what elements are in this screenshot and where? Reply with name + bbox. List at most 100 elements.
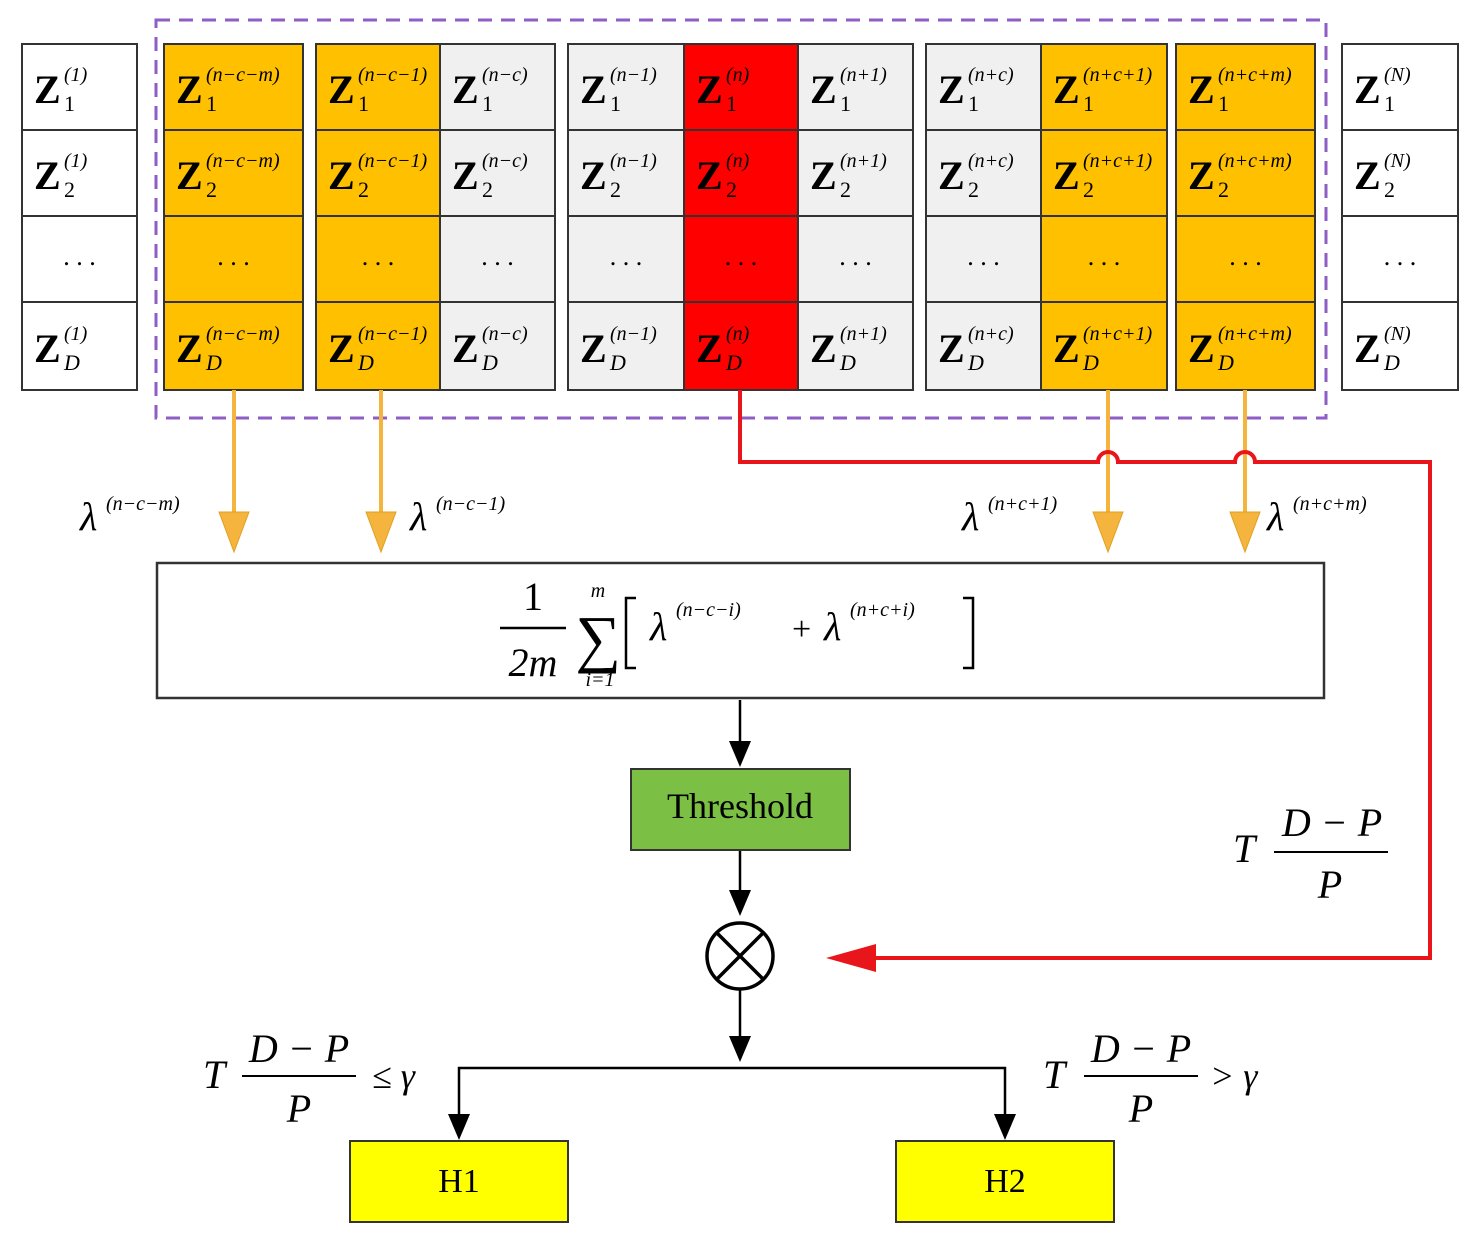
z-symbol: Z (696, 326, 723, 371)
z-symbol: Z (176, 67, 203, 112)
lambda-label-4: λ (n+c+m) (1266, 493, 1367, 539)
z-subscript: 1 (64, 91, 75, 116)
z-superscript: (N) (1384, 323, 1411, 345)
z-cell: Z(n+1) 2 (797, 129, 914, 217)
h2-label: H2 (984, 1163, 1026, 1200)
z-superscript: (n+c+1) (1083, 323, 1153, 345)
z-cell: Z(1)2 (21, 129, 138, 217)
h1-box: H1 (349, 1140, 569, 1223)
z-symbol: Z (1188, 326, 1215, 371)
z-symbol: Z (328, 326, 355, 371)
split-lines (448, 1066, 1016, 1140)
z-cell: Z(n−c−1)1 (315, 43, 441, 131)
z-symbol: Z (328, 67, 355, 112)
svg-text:(n−c−m): (n−c−m) (106, 493, 180, 515)
z-cell: Z(n+c+1)1 (1040, 43, 1168, 131)
z-subscript: D (1082, 350, 1099, 375)
ellipsis-text: . . . (1229, 242, 1262, 271)
z-symbol: Z (810, 153, 837, 198)
z-symbol: Z (1188, 153, 1215, 198)
svg-text:λ: λ (409, 494, 427, 539)
ellipsis-cell: . . . (567, 215, 685, 303)
z-symbol: Z (1188, 67, 1215, 112)
z-symbol: Z (1053, 153, 1080, 198)
z-subscript: D (1217, 350, 1234, 375)
z-symbol: Z (938, 153, 965, 198)
z-symbol: Z (452, 67, 479, 112)
svg-text:i=1: i=1 (585, 669, 614, 691)
condition-h2: T D − P P > γ (1043, 1026, 1258, 1131)
z-symbol: Z (34, 153, 61, 198)
z-superscript: (n+c) (968, 323, 1014, 345)
ellipsis-cell: . . . (315, 215, 441, 303)
z-subscript: 2 (482, 177, 493, 202)
ellipsis-cell: . . . (1175, 215, 1316, 303)
ellipsis-text: . . . (217, 242, 250, 271)
ellipsis-text: . . . (839, 242, 872, 271)
z-cell: Z(n−c) 2 (439, 129, 556, 217)
z-subscript: D (63, 350, 80, 375)
z-subscript: 1 (840, 91, 851, 116)
ellipsis-text: . . . (362, 242, 395, 271)
orange-arrows (218, 390, 1261, 554)
threshold-label: Threshold (667, 786, 813, 826)
z-subscript: D (725, 350, 742, 375)
z-symbol: Z (580, 67, 607, 112)
lambda-label-3: λ (n+c+1) (961, 493, 1058, 539)
z-cell: Z(n−1)1 (567, 43, 685, 131)
z-cell: Z(n+c+m)2 (1175, 129, 1316, 217)
z-subscript: 1 (206, 91, 217, 116)
z-superscript: (1) (64, 64, 88, 86)
svg-text:λ: λ (79, 494, 97, 539)
svg-text:1: 1 (523, 574, 543, 619)
z-cell: Z(n−c)D (439, 301, 556, 391)
z-subscript: D (1383, 350, 1400, 375)
z-superscript: (1) (64, 150, 88, 172)
z-subscript: 1 (1384, 91, 1395, 116)
svg-text:T: T (1233, 826, 1258, 871)
z-cell: Z(n+c)2 (925, 129, 1042, 217)
z-cell: Z(n−c−m)1 (163, 43, 304, 131)
svg-text:(n−c−i): (n−c−i) (676, 599, 741, 621)
z-cell: Z(1) 1 (21, 43, 138, 131)
z-symbol: Z (176, 153, 203, 198)
z-superscript: (n−c) (482, 64, 528, 86)
z-cell: Z(n−1)D (567, 301, 685, 391)
ellipsis-text: . . . (725, 242, 758, 271)
z-symbol: Z (810, 67, 837, 112)
average-formula-box: 1 2m m ∑ i=1 λ (n−c−i) + λ (n+c+i) (155, 561, 1326, 700)
z-cell: Z(1)D (21, 301, 138, 391)
ellipsis-text: . . . (1088, 242, 1121, 271)
z-cell: Z(n−c−1)D (315, 301, 441, 391)
svg-text:m: m (591, 580, 605, 602)
z-superscript: (n−c) (482, 150, 528, 172)
z-cell: Z(N)1 (1341, 43, 1459, 131)
z-cell: Z(n+c+m)1 (1175, 43, 1316, 131)
svg-text:≤ γ: ≤ γ (372, 1056, 416, 1096)
svg-text:λ: λ (961, 494, 979, 539)
z-superscript: (n−1) (610, 150, 657, 172)
z-symbol: Z (452, 153, 479, 198)
z-symbol: Z (810, 326, 837, 371)
z-superscript: (n−c−1) (358, 150, 428, 172)
z-cell: Z(n)1 (683, 43, 799, 131)
ellipsis-text: . . . (481, 242, 514, 271)
z-superscript: (n) (726, 150, 750, 172)
z-superscript: (n+1) (840, 150, 887, 172)
z-cell: Z(N)2 (1341, 129, 1459, 217)
z-superscript: (N) (1384, 64, 1411, 86)
statistic-label-right: T D − P P (1233, 800, 1388, 907)
ellipsis-cell: . . . (683, 215, 799, 303)
z-cell: Z(n+1)D (797, 301, 914, 391)
z-cell: Z(n+1)1 (797, 43, 914, 131)
z-cell: Z(n+c+m)D (1175, 301, 1316, 391)
z-symbol: Z (34, 67, 61, 112)
svg-text:λ: λ (649, 604, 667, 649)
multiplier-symbol (705, 921, 775, 991)
svg-text:(n+c+1): (n+c+1) (988, 493, 1058, 515)
z-cell: Z(n+c)1 (925, 43, 1042, 131)
z-subscript: 2 (840, 177, 851, 202)
z-subscript: D (967, 350, 984, 375)
z-subscript: 1 (968, 91, 979, 116)
